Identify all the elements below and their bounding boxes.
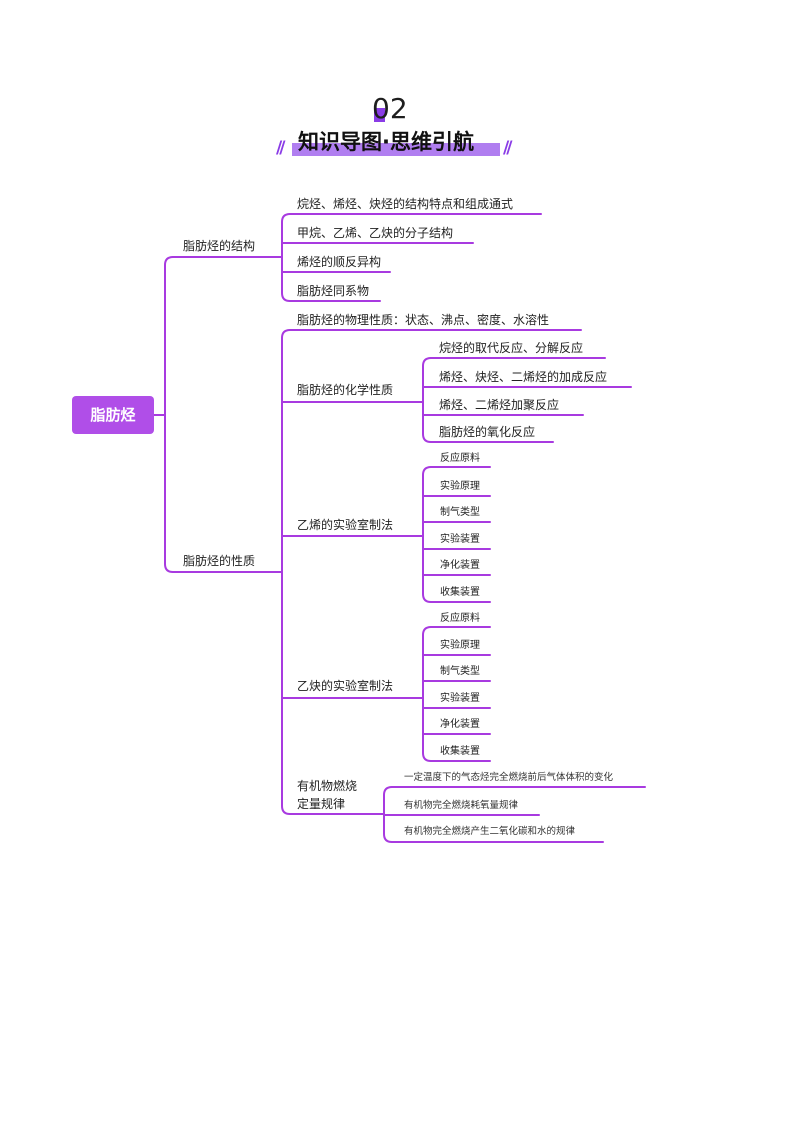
chemical-item: 烷烃的取代反应、分解反应 xyxy=(439,341,584,355)
title-deco-right: // xyxy=(503,138,513,158)
ethylene-lab-item: 制气类型 xyxy=(440,507,480,518)
mindmap-root-node: 脂肪烃 xyxy=(72,396,154,434)
title-highlight-band xyxy=(292,143,500,156)
acetylene-lab-item: 净化装置 xyxy=(440,719,480,730)
node-structure: 脂肪烃的结构 xyxy=(183,239,256,253)
acetylene-lab-item: 收集装置 xyxy=(440,746,480,757)
node-acetylene-lab: 乙炔的实验室制法 xyxy=(297,679,394,693)
connector-structure-spine xyxy=(281,213,291,302)
acetylene-lab-item: 制气类型 xyxy=(440,666,480,677)
ethylene-lab-item: 实验原理 xyxy=(440,481,480,492)
chemical-item: 脂肪烃的氧化反应 xyxy=(439,425,536,439)
chemical-item: 烯烃、二烯烃加聚反应 xyxy=(439,398,560,412)
ethylene-lab-item: 净化装置 xyxy=(440,560,480,571)
connector-root-spine xyxy=(164,256,174,573)
node-properties: 脂肪烃的性质 xyxy=(183,554,256,568)
section-number: 02 xyxy=(372,92,408,125)
structure-item: 烯烃的顺反异构 xyxy=(297,255,382,269)
combustion-item: 有机物完全燃烧产生二氧化碳和水的规律 xyxy=(404,826,576,837)
acetylene-lab-item: 反应原料 xyxy=(440,613,480,624)
chemical-item: 烯烃、炔烃、二烯烃的加成反应 xyxy=(439,370,608,384)
node-chemical-properties: 脂肪烃的化学性质 xyxy=(297,383,394,397)
combustion-item: 一定温度下的气态烃完全燃烧前后气体体积的变化 xyxy=(404,772,614,783)
ethylene-lab-item: 实验装置 xyxy=(440,534,480,545)
node-physical-properties: 脂肪烃的物理性质：状态、沸点、密度、水溶性 xyxy=(297,313,550,327)
node-combustion-line1: 有机物燃烧 xyxy=(297,779,358,793)
ethylene-lab-item: 反应原料 xyxy=(440,453,480,464)
section-title: 知识导图·思维引航 xyxy=(298,130,474,154)
title-deco-left: // xyxy=(276,138,286,158)
node-ethylene-lab: 乙烯的实验室制法 xyxy=(297,518,394,532)
acetylene-lab-item: 实验装置 xyxy=(440,693,480,704)
combustion-item: 有机物完全燃烧耗氧量规律 xyxy=(404,800,519,811)
number-accent-bar xyxy=(374,108,385,122)
structure-item: 烷烃、烯烃、炔烃的结构特点和组成通式 xyxy=(297,197,514,211)
structure-item: 甲烷、乙烯、乙炔的分子结构 xyxy=(297,226,454,240)
node-combustion-line2: 定量规律 xyxy=(297,797,346,811)
structure-item: 脂肪烃同系物 xyxy=(297,284,370,298)
ethylene-lab-item: 收集装置 xyxy=(440,587,480,598)
connector-properties-spine xyxy=(281,329,291,815)
acetylene-lab-item: 实验原理 xyxy=(440,640,480,651)
